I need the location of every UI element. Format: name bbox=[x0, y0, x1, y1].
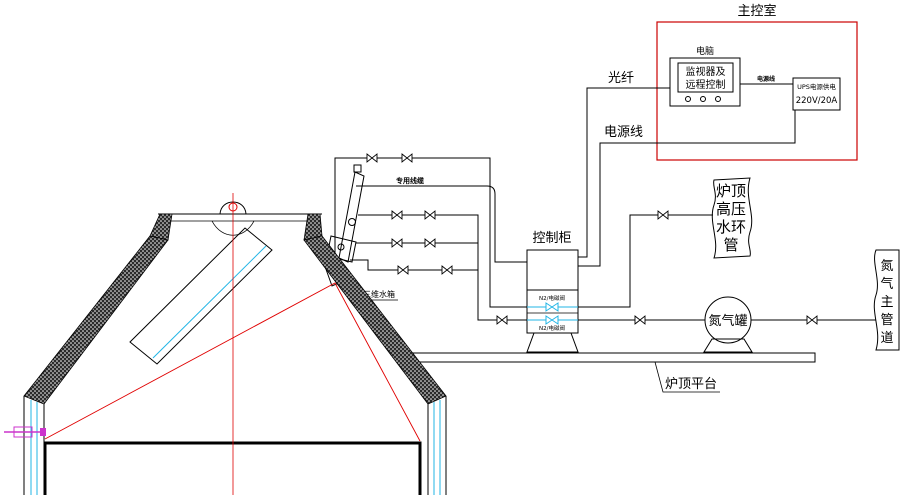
solenoid-valve-icon bbox=[545, 302, 559, 312]
special-cable-label: 专用线缆 bbox=[396, 176, 424, 185]
control-room-title: 主控室 bbox=[737, 3, 776, 19]
special-cable bbox=[356, 185, 527, 263]
valve-icon bbox=[391, 238, 403, 248]
cooling-pipe-3 bbox=[350, 259, 478, 271]
computer-knob bbox=[700, 96, 706, 102]
monitor-screen bbox=[677, 62, 734, 93]
valve-icon bbox=[424, 210, 436, 220]
platform-leader-line bbox=[654, 361, 720, 393]
water-box-label: 三维水箱 bbox=[363, 289, 395, 299]
camera-fitting bbox=[348, 218, 356, 226]
solenoid-valve-icon bbox=[545, 315, 559, 325]
nitrogen-main-char: 主 bbox=[880, 295, 893, 310]
control-room-frame bbox=[656, 21, 858, 161]
side-probe-tip bbox=[40, 428, 46, 436]
power-line-label: 电源线 bbox=[604, 125, 643, 140]
valve-icon bbox=[424, 238, 436, 248]
water-ring-label-line-4: 管 bbox=[723, 236, 738, 254]
water-ring-label-line-3: 水环 bbox=[716, 218, 746, 236]
valve-icon bbox=[401, 153, 413, 163]
valve-icon bbox=[441, 265, 453, 275]
nitrogen-tank-base bbox=[703, 338, 753, 353]
valve-icon bbox=[391, 210, 403, 220]
furnace-top-platform: 炉顶平台 bbox=[404, 352, 816, 393]
computer-label: 电脑 bbox=[696, 45, 714, 57]
camera-piping: 专用线缆 三维水箱 bbox=[334, 153, 527, 325]
right-cone-refractory bbox=[303, 235, 447, 405]
purge-pipe-top bbox=[334, 157, 527, 308]
valve-icon bbox=[366, 153, 378, 163]
monitor-text-line-2: 远程控制 bbox=[686, 78, 726, 91]
left-cone-refractory bbox=[23, 235, 169, 405]
left-cap-refractory bbox=[149, 213, 173, 241]
nitrogen-main-char: 氮 bbox=[880, 259, 893, 274]
control-cabinet: 控制柜 N2/电磁阀 N2/电磁阀 bbox=[526, 231, 579, 353]
ups-text-line-1: UPS电源供电 bbox=[797, 82, 836, 91]
right-cap-refractory bbox=[303, 213, 323, 241]
camera-view-lines bbox=[44, 282, 421, 442]
computer-knob bbox=[715, 96, 721, 102]
blast-furnace-top bbox=[4, 193, 447, 495]
main-control-room: 主控室 电脑 监视器及 远程控制 电源线 UPS电源供电 220V/20A bbox=[656, 3, 858, 161]
fiber-line bbox=[578, 87, 670, 258]
water-ring-supply-pipe bbox=[578, 214, 713, 308]
platform-label: 炉顶平台 bbox=[665, 377, 717, 392]
nitrogen-main-char: 道 bbox=[880, 331, 893, 346]
cabinet-valve-label-1: N2/电磁阀 bbox=[539, 294, 565, 302]
valve-icon bbox=[496, 315, 508, 325]
control-cabinet-title: 控制柜 bbox=[532, 231, 571, 246]
fiber-label: 光纤 bbox=[608, 71, 634, 86]
platform-beam bbox=[404, 352, 816, 363]
monitor-text-line-1: 监视器及 bbox=[686, 65, 726, 78]
cabinet-valve-label-2: N2/电磁阀 bbox=[539, 324, 565, 332]
nitrogen-main-char: 气 bbox=[880, 276, 893, 292]
water-ring-label-line-2: 高压 bbox=[716, 200, 746, 218]
distribution-chute-inner-line bbox=[152, 245, 267, 359]
center-marker-icon bbox=[228, 202, 238, 212]
communication-lines: 光纤 电源线 bbox=[578, 71, 796, 267]
camera-top-knob bbox=[353, 164, 362, 173]
valve-icon bbox=[657, 210, 669, 220]
side-probe-flange bbox=[13, 426, 33, 438]
power-line bbox=[578, 110, 796, 267]
ups-box bbox=[792, 77, 841, 111]
water-ring-label-line-1: 炉顶 bbox=[716, 182, 746, 200]
valve-icon bbox=[634, 315, 646, 325]
ups-text-line-2: 220V/20A bbox=[796, 96, 838, 106]
valve-icon bbox=[806, 315, 818, 325]
nitrogen-tank-label: 氮气罐 bbox=[708, 313, 747, 329]
nitrogen-tank bbox=[704, 296, 752, 344]
water-ring-pipe-break-box bbox=[711, 177, 753, 259]
cabinet-base bbox=[526, 332, 579, 353]
distribution-chute bbox=[129, 227, 273, 365]
computer-knob bbox=[685, 96, 691, 102]
computer-case bbox=[669, 57, 741, 107]
furnace-throat-frame bbox=[43, 441, 422, 495]
right-piping: 炉顶 高压 水环 管 氮气罐 氮 气 主 管 道 bbox=[578, 177, 900, 353]
camera-fitting bbox=[337, 243, 345, 251]
valve-icon bbox=[397, 265, 409, 275]
nitrogen-main-break-box bbox=[873, 249, 900, 351]
nitrogen-main-char: 管 bbox=[880, 313, 893, 328]
ups-power-cable-label: 电源线 bbox=[757, 75, 775, 83]
